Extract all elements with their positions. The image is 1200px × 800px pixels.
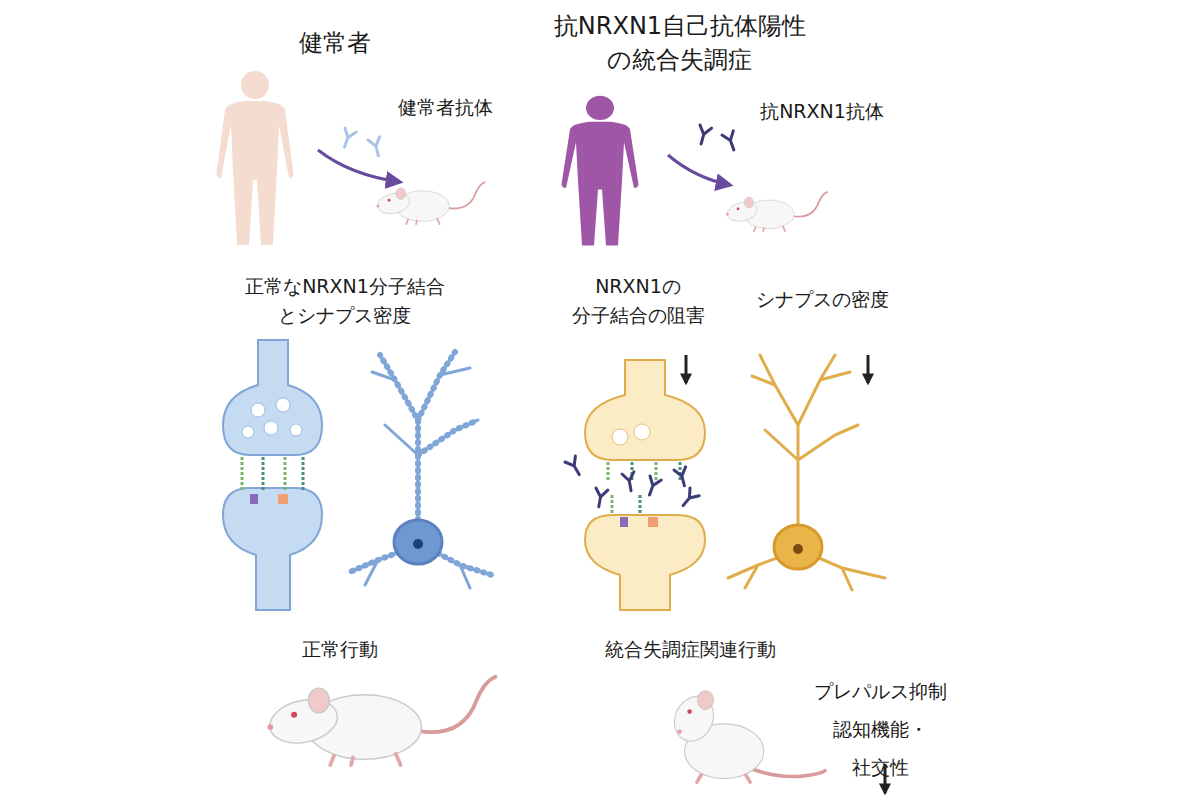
normal-synapse <box>223 340 322 610</box>
text-label: 抗NRXN1自己抗体陽性 の統合失調症 <box>554 10 806 77</box>
text-label: プレパルス抑制 認知機能・社交性 <box>814 672 947 786</box>
reduced-neuron <box>728 355 885 590</box>
text-label: 抗NRXN1抗体 <box>760 98 884 126</box>
recipient-mouse <box>376 182 485 224</box>
healthy-person <box>217 71 294 245</box>
affected-mouse <box>667 690 825 782</box>
patient-person <box>562 96 639 246</box>
text-label: シナプスの密度 <box>756 286 889 314</box>
text-label: 健常者 <box>299 26 371 61</box>
normal-neuron <box>350 352 492 588</box>
recipient-mouse <box>725 192 827 231</box>
text-label: 正常なNRXN1分子結合 とシナプス密度 <box>245 272 445 329</box>
blocked-synapse <box>565 360 705 610</box>
healthy-antibodies <box>339 128 384 157</box>
patient-antibodies <box>695 125 739 152</box>
normal-mouse <box>266 677 496 765</box>
text-label: 正常行動 <box>302 636 378 664</box>
text-label: 健常者抗体 <box>398 94 493 122</box>
transfer-arrow <box>318 150 400 182</box>
text-label: NRXN1の 分子結合の阻害 <box>572 272 705 329</box>
transfer-arrow <box>668 155 730 185</box>
text-label: 統合失調症関連行動 <box>605 636 776 664</box>
